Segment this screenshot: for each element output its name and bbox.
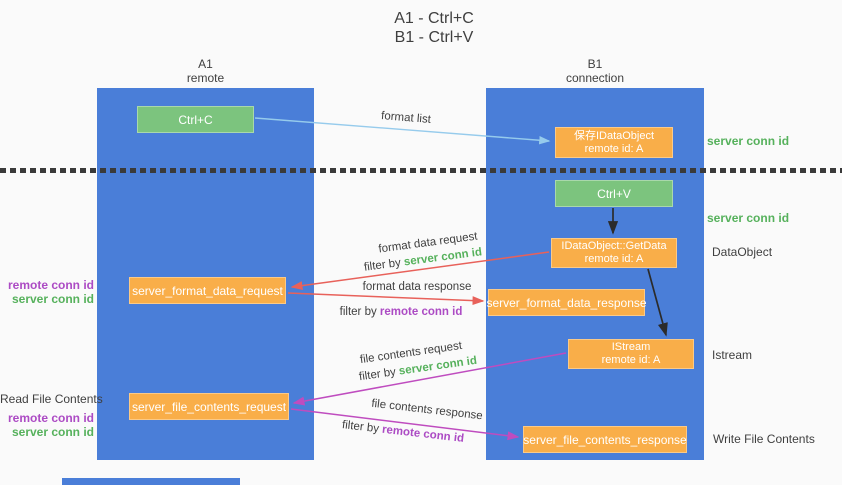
node-ctrl-v: Ctrl+V [555,180,673,207]
bottom-blue-strip [62,478,240,485]
istream-label: Istream [712,348,753,362]
filter-by-text: filter by [358,365,400,384]
phase-separator-line [0,168,842,173]
node-server-file-contents-request: server_file_contents_request [129,393,289,420]
node-server-format-data-response: server_format_data_response [486,289,647,316]
node-istream: IStream remote id: A [568,339,694,369]
node-ctrl-v-label: Ctrl+V [597,186,631,201]
server-conn-id-label-top: server conn id [707,134,790,148]
title-line-2: B1 - Ctrl+V [394,29,474,46]
remote-conn-id-label-2: remote conn id [7,411,94,425]
column-a-subtitle: remote [186,71,225,85]
column-b-subtitle: connection [565,71,625,85]
node-server-format-data-request: server_format_data_request [129,277,286,304]
node-getdata-line2: remote id: A [584,253,644,265]
node-istream-line1: IStream [611,341,651,353]
column-b-name: B1 [587,57,603,71]
format-list-label: format list [380,110,432,126]
node-ctrl-c-label: Ctrl+C [178,112,213,127]
diagram-title: A1 - Ctrl+C B1 - Ctrl+V [0,9,842,47]
read-file-contents-label: Read File Contents [0,392,103,406]
server-conn-id-label-left-2: server conn id [11,425,94,439]
format-data-response-label: format data response [362,281,472,293]
node-save-idataobject: 保存IDataObject remote id: A [555,127,673,158]
dataobject-label: DataObject [712,245,773,259]
column-a-name: A1 [198,57,213,71]
node-save-idataobject-line1: 保存IDataObject [573,129,655,142]
node-format-request-label: server_format_data_request [132,283,283,298]
node-server-file-contents-response: server_file_contents_response [523,426,687,453]
file-contents-response-filter-label: filter by remote conn id [341,419,464,445]
node-save-idataobject-line2: remote id: A [584,142,644,155]
filter-by-text: filter by [339,306,380,318]
node-file-response-label: server_file_contents_response [523,432,687,447]
server-conn-id-label-left-1: server conn id [11,292,94,306]
left-label-group-2: Read File Contents remote conn id server… [0,392,103,439]
server-conn-id-label-2: server conn id [707,211,790,225]
remote-conn-id-label-1: remote conn id [7,278,94,292]
remote-conn-id-text: remote conn id [381,423,465,445]
node-format-response-label: server_format_data_response [486,295,647,310]
filter-by-text: filter by [341,419,383,436]
filter-by-text: filter by [363,256,405,274]
column-a-header: A1 remote [97,57,314,85]
file-contents-response-label: file contents response [370,397,484,423]
left-conn-id-group-1: remote conn id server conn id [0,278,94,306]
title-line-1: A1 - Ctrl+C [394,10,474,27]
node-istream-line2: remote id: A [601,354,661,366]
format-data-response-arrow [287,292,485,306]
remote-conn-id-text: remote conn id [379,306,463,318]
node-getdata-line1: IDataObject::GetData [561,240,667,252]
node-ctrl-c: Ctrl+C [137,106,254,133]
column-b-header: B1 connection [486,57,704,85]
format-data-response-filter-label: filter by remote conn id [340,306,463,318]
write-file-contents-label: Write File Contents [713,432,815,446]
node-file-request-label: server_file_contents_request [131,399,287,414]
node-idataobject-getdata: IDataObject::GetData remote id: A [551,238,677,268]
